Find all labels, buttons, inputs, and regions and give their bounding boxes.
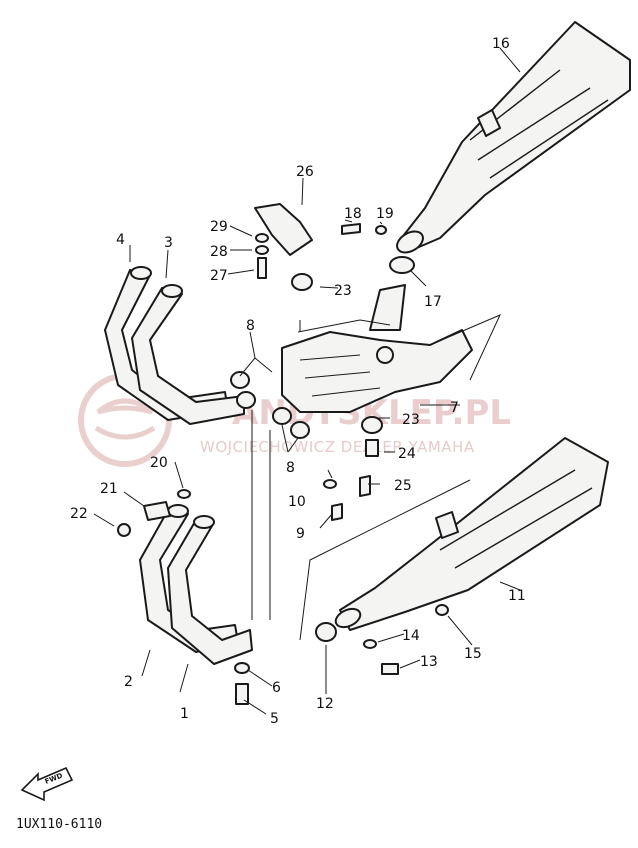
part-small-hardware [117, 223, 449, 705]
bolt-18 [341, 223, 361, 235]
callout-23-top: 23 [334, 283, 352, 299]
exhaust-pipe-2-inlet [167, 504, 189, 518]
muffler-upper-outlet [396, 230, 424, 254]
collector-detail-lines [299, 354, 381, 397]
pipe-joint-lines [251, 410, 271, 620]
callout-28: 28 [210, 244, 228, 260]
callout-25: 25 [394, 478, 412, 494]
nut-22 [117, 523, 131, 537]
watermark-logo-mark [94, 398, 156, 440]
clamp-21 [143, 501, 171, 521]
callout-12: 12 [316, 696, 334, 712]
bolt-9 [331, 503, 343, 521]
part-bracket-group [254, 203, 313, 279]
washer-19 [375, 225, 387, 235]
callout-7: 7 [450, 400, 459, 416]
callout-13: 13 [420, 654, 438, 670]
callout-8-bottom: 8 [286, 460, 295, 476]
part-muffler-upper [396, 21, 631, 254]
callout-5: 5 [270, 711, 279, 727]
callout-4: 4 [116, 232, 125, 248]
callout-10: 10 [288, 494, 306, 510]
gasket [230, 371, 250, 389]
muffler-upper-bracket [477, 109, 501, 137]
washer-6 [234, 662, 250, 674]
exhaust-pipe-3-inlet [161, 284, 183, 298]
gasket [290, 421, 310, 439]
damper-23-lower [361, 416, 383, 434]
damper-23-upper [291, 273, 313, 291]
leader-lines [93, 47, 521, 715]
group-frame-lines [299, 314, 501, 641]
exhaust-pipe-4-inlet [130, 266, 152, 280]
callout-16: 16 [492, 36, 510, 52]
callout-19: 19 [376, 206, 394, 222]
callout-9: 9 [296, 526, 305, 542]
nut-15 [435, 604, 449, 616]
washer-20 [177, 489, 191, 499]
washer-14 [363, 639, 377, 649]
callout-18: 18 [344, 206, 362, 222]
bracket-26 [254, 203, 313, 256]
exhaust-pipe-1 [167, 519, 253, 665]
callout-22: 22 [70, 506, 88, 522]
callout-26: 26 [296, 164, 314, 180]
callout-20: 20 [150, 455, 168, 471]
gasket [272, 407, 292, 425]
callout-2: 2 [124, 674, 133, 690]
callout-29: 29 [210, 219, 228, 235]
callout-24: 24 [398, 446, 416, 462]
callout-27: 27 [210, 268, 228, 284]
callout-3: 3 [164, 235, 173, 251]
watermark-subtitle: WOJCIECHOWICZ DEALER YAMAHA [200, 438, 475, 456]
muffler-lower-bracket [435, 511, 459, 539]
exhaust-pipe-2 [139, 509, 239, 653]
collector-upper-pipe [369, 284, 406, 331]
drawing-code: 1UX110-6110 [16, 817, 102, 832]
part-collector [281, 284, 473, 413]
part-gaskets [230, 371, 310, 439]
collar-24 [365, 439, 379, 457]
callout-6: 6 [272, 680, 281, 696]
washer-28 [255, 245, 269, 255]
collector-body [281, 329, 473, 413]
gasket-17 [389, 256, 415, 274]
callout-15: 15 [464, 646, 482, 662]
bolt-5 [235, 683, 249, 705]
muffler-lower-outlet [334, 607, 362, 629]
collector-bolt [376, 346, 394, 364]
bolt-13 [381, 663, 399, 675]
gasket-12 [315, 622, 337, 642]
washer-10 [323, 479, 337, 489]
bracket-line-23 [297, 319, 391, 333]
muffler-lower-seams [439, 469, 593, 569]
callout-11: 11 [508, 588, 526, 604]
forward-arrow-icon [20, 766, 74, 802]
part-exhaust-pipes-lower [139, 504, 253, 665]
gasket [236, 391, 256, 409]
forward-arrow: FWD [20, 766, 74, 802]
part-muffler-lower [334, 437, 609, 631]
callout-23-bottom: 23 [402, 412, 420, 428]
exhaust-pipe-1-inlet [193, 515, 215, 529]
callout-17: 17 [424, 294, 442, 310]
muffler-lower-body [339, 437, 609, 631]
exhaust-pipe-4 [104, 269, 229, 421]
bolt-27 [257, 257, 267, 279]
callout-21: 21 [100, 481, 118, 497]
callout-labels: 1 2 3 4 5 6 7 8 8 9 10 11 12 13 14 15 16… [70, 36, 526, 727]
callout-8-top: 8 [246, 318, 255, 334]
callout-14: 14 [402, 628, 420, 644]
bolt-25 [359, 475, 371, 497]
callout-1: 1 [180, 706, 189, 722]
washer-29 [255, 233, 269, 243]
